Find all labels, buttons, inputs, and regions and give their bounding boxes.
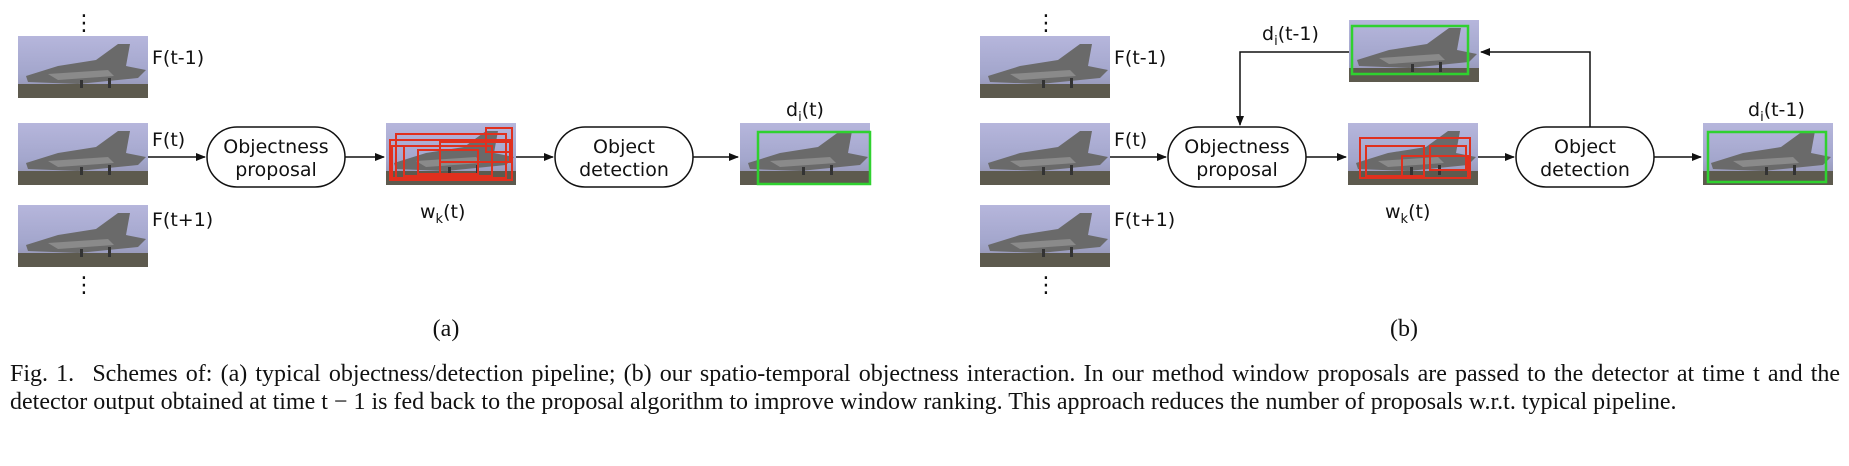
frame-thumb-current xyxy=(18,123,148,185)
proposal-node-line1: Objectness xyxy=(223,136,328,158)
caption-text: Schemes of: (a) typical objectness/detec… xyxy=(10,361,1841,415)
ellipsis-top: ⋮ xyxy=(73,11,95,36)
arrow-feedback-to-proposal xyxy=(1236,51,1349,126)
proposal-node-line1: Objectness xyxy=(1184,136,1289,158)
arrow-detection-to-feedback xyxy=(1480,48,1591,127)
windows-thumb xyxy=(1348,123,1478,185)
proposal-node-line2: proposal xyxy=(235,159,317,181)
windows-thumb xyxy=(386,123,516,185)
frame-label-current: F(t) xyxy=(152,129,185,151)
output-label: di(t) xyxy=(786,99,824,125)
frame-label-current: F(t) xyxy=(1114,129,1147,151)
detection-node-line1: Object xyxy=(593,136,655,158)
detection-node-line2: detection xyxy=(579,159,669,181)
frame-thumb-next xyxy=(18,205,148,267)
frame-label-prev: F(t-1) xyxy=(152,47,204,69)
feedback-thumb xyxy=(1349,20,1479,82)
proposal-node-line2: proposal xyxy=(1196,159,1278,181)
output-label: di(t-1) xyxy=(1748,99,1805,125)
subfigure-label-b: (b) xyxy=(1390,316,1418,342)
windows-label: wk(t) xyxy=(1385,201,1430,227)
panel-a: ⋮ F(t-1) F(t) F(t+1) ⋮ Objectness propos… xyxy=(18,11,872,342)
output-thumb xyxy=(1703,123,1833,185)
windows-label: wk(t) xyxy=(420,201,465,227)
frame-label-next: F(t+1) xyxy=(152,209,213,231)
figure-number: Fig. 1. xyxy=(10,361,75,387)
detection-node-line1: Object xyxy=(1554,136,1616,158)
panel-b: ⋮ F(t-1) F(t) F(t+1) ⋮ Objectness propos… xyxy=(980,11,1833,342)
ellipsis-top: ⋮ xyxy=(1035,11,1057,36)
detection-node-line2: detection xyxy=(1540,159,1630,181)
frame-thumb-prev xyxy=(18,36,148,98)
frame-thumb-prev xyxy=(980,36,1110,98)
frame-thumb-next xyxy=(980,205,1110,267)
output-thumb xyxy=(740,123,872,186)
feedback-label: di(t-1) xyxy=(1262,23,1319,49)
figure-caption: Fig. 1. Schemes of: (a) typical objectne… xyxy=(10,360,1840,416)
subfigure-label-a: (a) xyxy=(433,316,460,342)
ellipsis-bottom: ⋮ xyxy=(1035,273,1057,298)
frame-label-prev: F(t-1) xyxy=(1114,47,1166,69)
frame-thumb-current xyxy=(980,123,1110,185)
ellipsis-bottom: ⋮ xyxy=(73,273,95,298)
frame-label-next: F(t+1) xyxy=(1114,209,1175,231)
